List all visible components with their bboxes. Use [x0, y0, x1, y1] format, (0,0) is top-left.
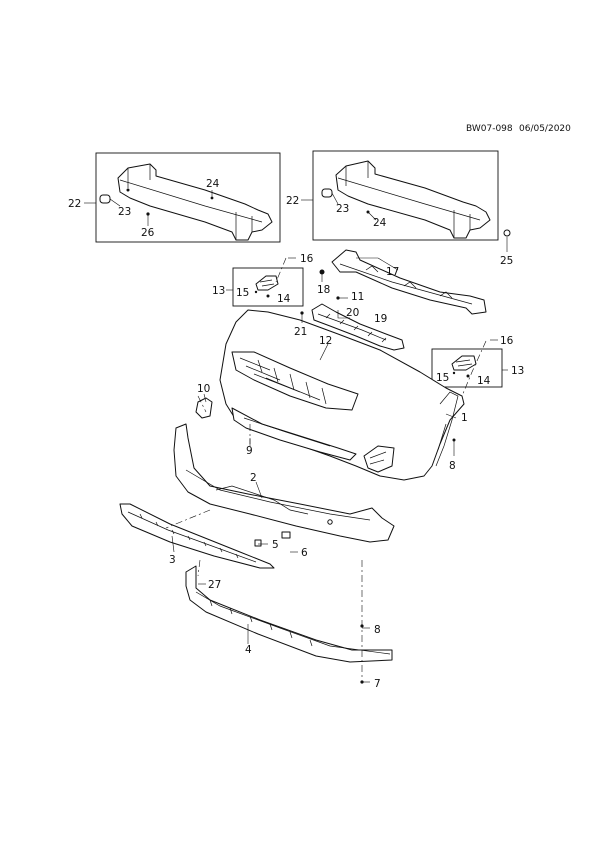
doc-date: 06/05/2020 — [519, 124, 571, 134]
callout-22-left: 22 — [68, 198, 81, 210]
callout-7: 7 — [374, 678, 381, 690]
callout-1: 1 — [461, 412, 468, 424]
bumper-bracket-17 — [319, 249, 487, 315]
callout-4: 4 — [245, 644, 252, 656]
callout-24-left: 24 — [206, 178, 220, 190]
callout-16-right: 16 — [500, 335, 514, 347]
callout-23-left: 23 — [118, 206, 131, 218]
detail-box-right — [312, 150, 511, 241]
callout-25: 25 — [500, 255, 513, 267]
callout-8-lower: 8 — [374, 624, 381, 636]
callout-3: 3 — [169, 554, 176, 566]
callout-21: 21 — [294, 326, 307, 338]
callout-10: 10 — [197, 383, 210, 395]
callout-2: 2 — [250, 472, 257, 484]
callout-27: 27 — [208, 579, 221, 591]
lower-support-2 — [173, 423, 395, 543]
callout-17: 17 — [386, 266, 399, 278]
upper-support-19 — [300, 296, 405, 351]
lower-trim-3 — [119, 503, 275, 569]
callout-26: 26 — [141, 227, 155, 239]
callout-24-right: 24 — [373, 217, 387, 229]
callout-15-right: 15 — [436, 372, 449, 384]
callout-23-right: 23 — [336, 203, 349, 215]
callout-19: 19 — [374, 313, 387, 325]
callout-20: 20 — [346, 307, 359, 319]
front-bumper-cover-1 — [219, 309, 465, 481]
callout-18: 18 — [317, 284, 330, 296]
callout-14-left: 14 — [277, 293, 291, 305]
alignment-lines — [165, 257, 487, 680]
callout-12: 12 — [319, 335, 332, 347]
callout-16-left: 16 — [300, 253, 314, 265]
callout-labels: 1 2 3 4 5 6 7 8 8 9 10 11 12 13 13 14 14… — [68, 178, 524, 690]
callout-6: 6 — [301, 547, 308, 559]
leader-lines — [84, 199, 508, 683]
callout-13-right: 13 — [511, 365, 524, 377]
detail-box-left — [95, 152, 281, 243]
lower-lip-4 — [185, 565, 393, 684]
callout-5: 5 — [272, 539, 279, 551]
callout-8-upper: 8 — [449, 460, 456, 472]
callout-9: 9 — [246, 445, 253, 457]
callout-15-left: 15 — [236, 287, 249, 299]
detail-box-13-right — [431, 348, 503, 388]
detail-box-13-left — [232, 267, 304, 307]
callout-11: 11 — [351, 291, 364, 303]
callout-13-left: 13 — [212, 285, 225, 297]
callout-22-right: 22 — [286, 195, 299, 207]
doc-id: BW07-098 — [466, 124, 513, 134]
tow-hook-cover-10 — [195, 397, 213, 419]
callout-14-right: 14 — [477, 375, 491, 387]
